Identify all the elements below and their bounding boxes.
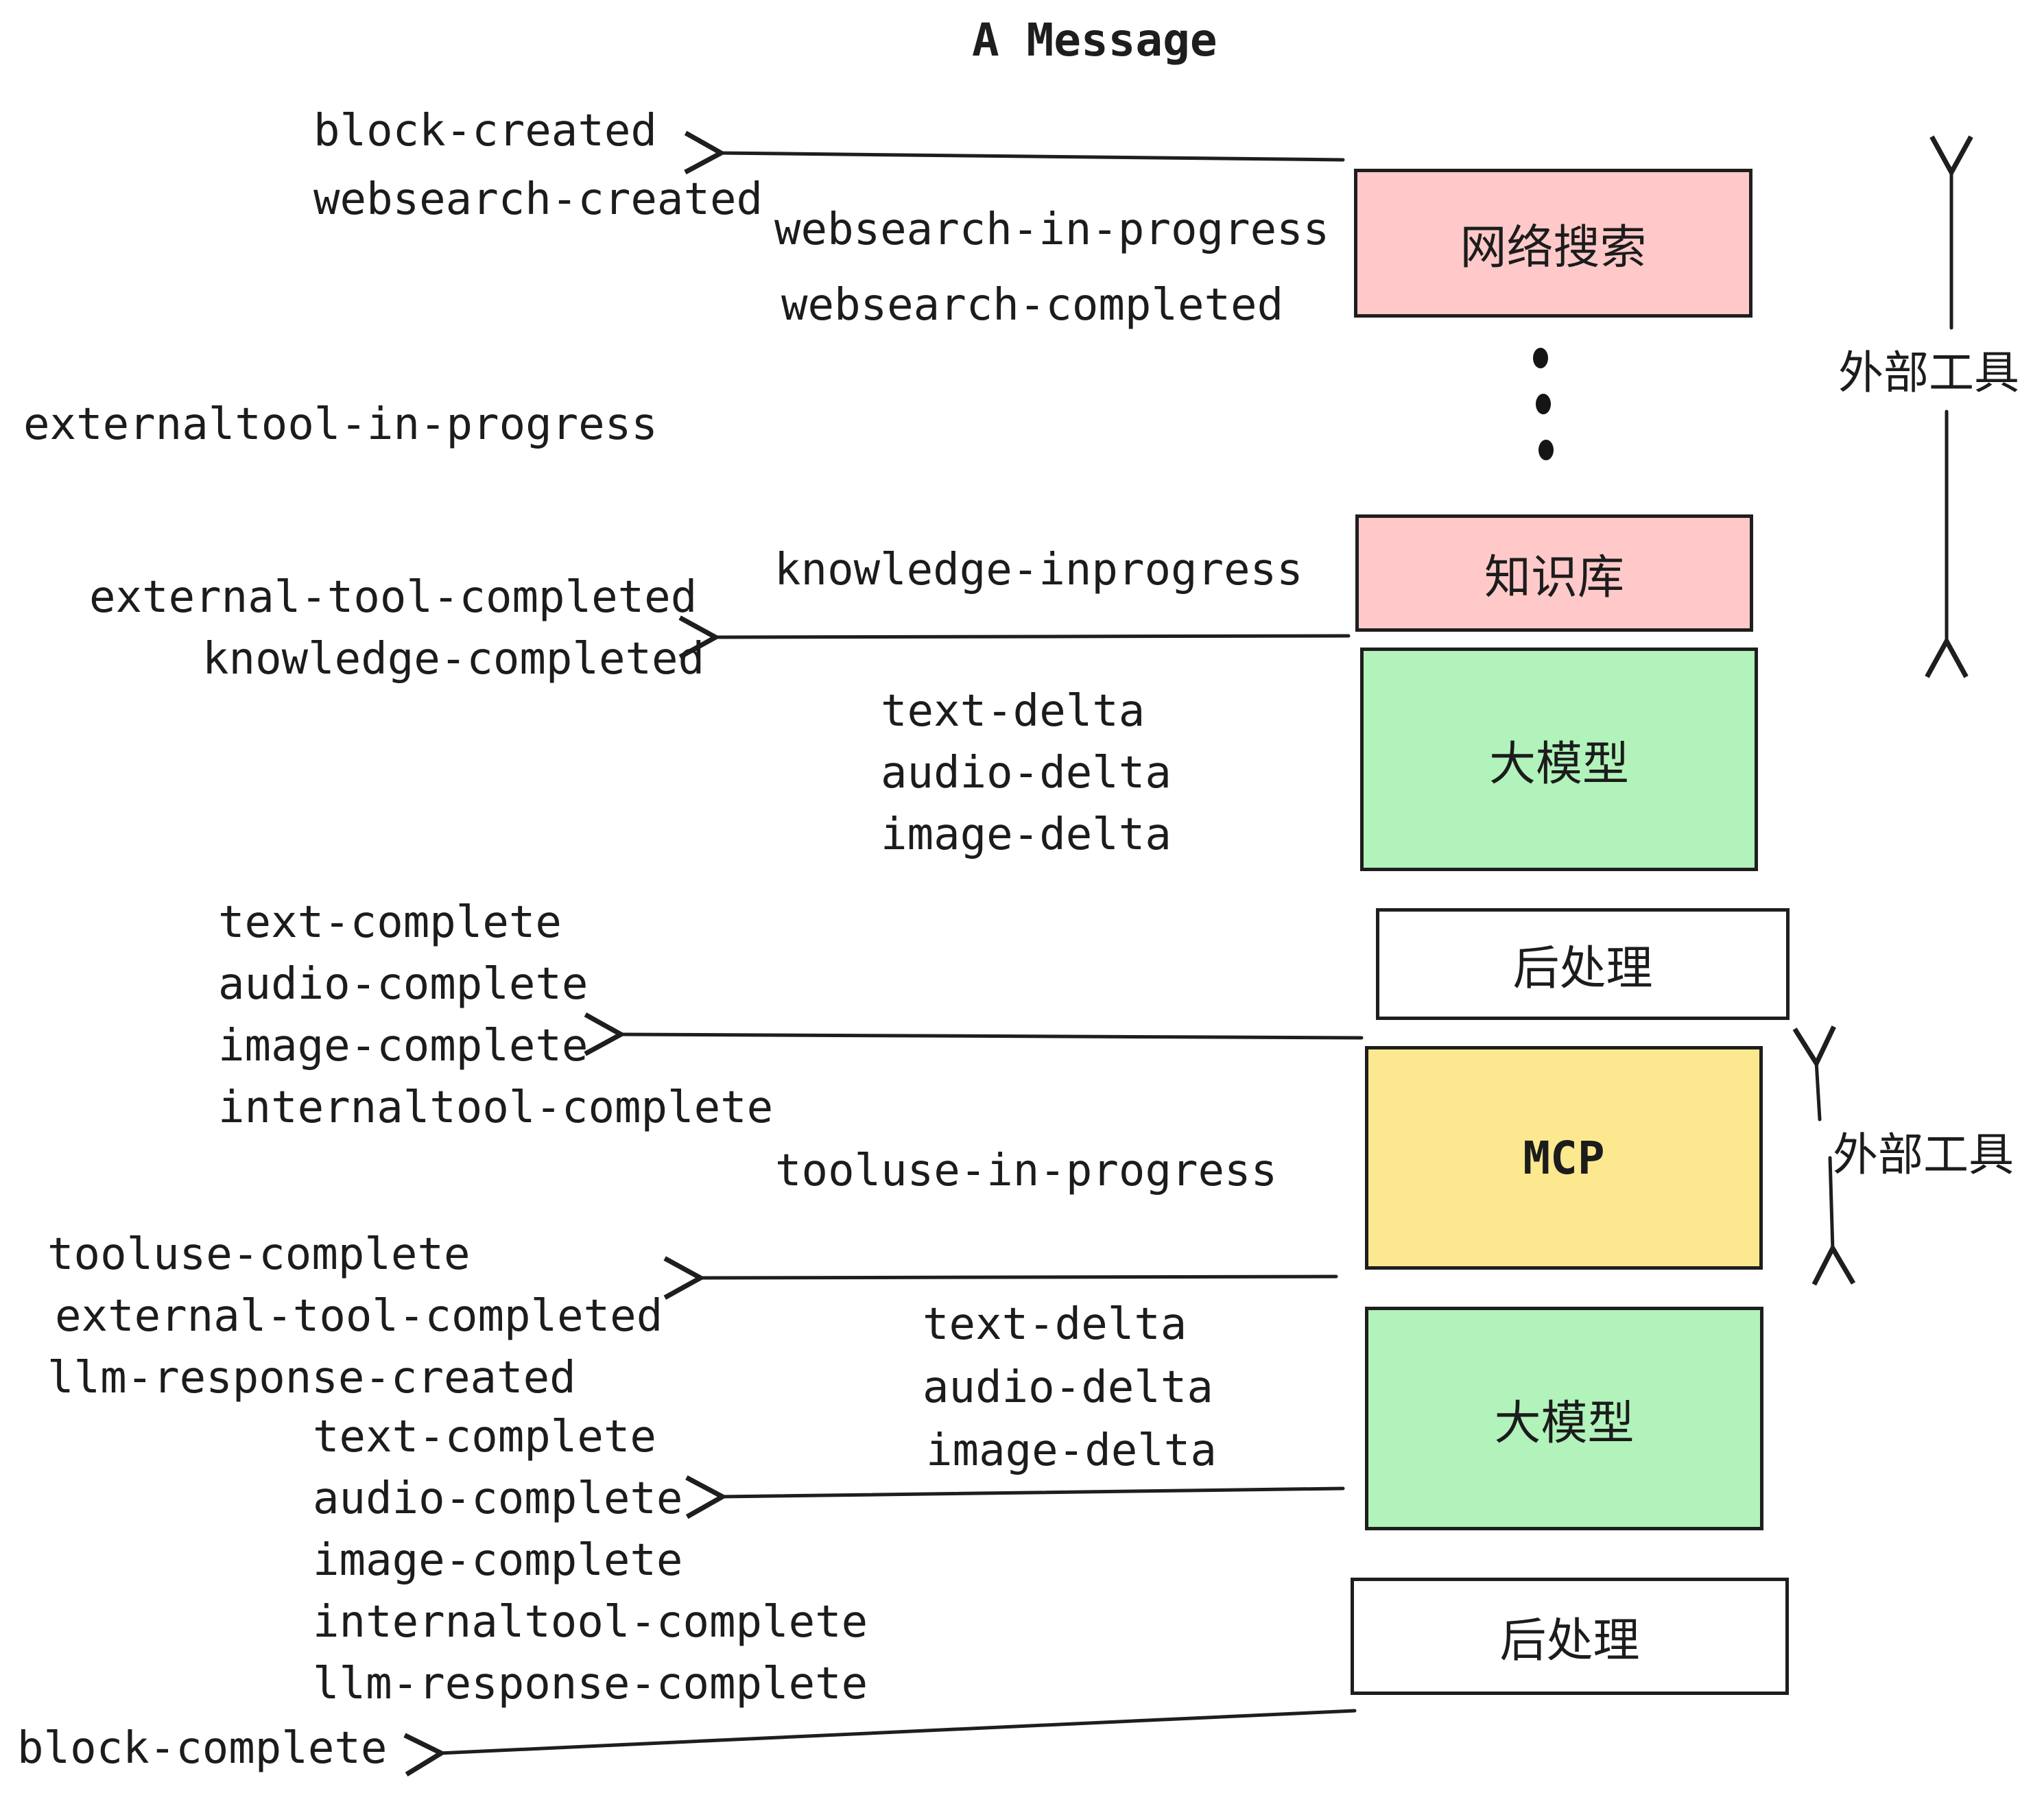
event-label-knowledge-completed: knowledge-completed	[202, 634, 705, 685]
event-label-audio-complete-2: audio-complete	[313, 1473, 683, 1524]
node-websearch: 网络搜索	[1354, 169, 1752, 318]
event-label-internaltool-complete-2: internaltool-complete	[313, 1597, 868, 1648]
event-label-text-complete-1: text-complete	[218, 897, 562, 948]
event-label-external-tool-completed-2: external-tool-completed	[55, 1291, 663, 1342]
event-label-text-delta-2: text-delta	[923, 1299, 1187, 1350]
arrow-to-block-created	[719, 153, 1345, 160]
event-label-image-complete-2: image-complete	[313, 1535, 683, 1586]
event-label-audio-delta-1: audio-delta	[881, 748, 1172, 798]
node-postprocess-2-label: 后处理	[1499, 1614, 1640, 1668]
event-label-tooluse-in-progress: tooluse-in-progress	[775, 1146, 1278, 1196]
arrow-to-knowledge-completed	[713, 636, 1351, 637]
event-label-image-complete-1: image-complete	[218, 1021, 589, 1071]
event-label-websearch-completed: websearch-completed	[781, 280, 1284, 331]
external-tools-label-1: 外部工具	[1838, 346, 2019, 399]
diagram-title: A Message	[972, 14, 1217, 67]
ellipsis-dots-icon	[1533, 348, 1554, 460]
event-label-llm-response-complete: llm-response-complete	[313, 1659, 868, 1709]
event-label-image-delta-1: image-delta	[881, 809, 1172, 860]
arrow-to-tooluse-complete	[698, 1277, 1338, 1278]
arrow-to-image-complete	[619, 1034, 1364, 1038]
event-label-externaltool-in-progress: externaltool-in-progress	[23, 399, 658, 450]
event-label-tooluse-complete: tooluse-complete	[47, 1229, 471, 1280]
node-llm-2-label: 大模型	[1494, 1396, 1635, 1451]
event-label-text-complete-2: text-complete	[313, 1412, 656, 1462]
node-llm-2: 大模型	[1365, 1307, 1763, 1530]
arrow-to-audio-complete	[720, 1488, 1345, 1497]
event-label-internaltool-complete-1: internaltool-complete	[218, 1082, 774, 1133]
event-label-text-delta-1: text-delta	[881, 686, 1145, 737]
node-postprocess-1: 后处理	[1376, 908, 1790, 1020]
event-label-knowledge-inprogress: knowledge-inprogress	[774, 545, 1303, 595]
event-label-block-created: block-created	[313, 106, 657, 156]
node-mcp-label: MCP	[1523, 1131, 1605, 1185]
node-postprocess-1-label: 后处理	[1512, 942, 1653, 996]
node-websearch-label: 网络搜索	[1460, 221, 1647, 275]
arrow-to-block-complete	[439, 1709, 1357, 1753]
event-label-block-complete: block-complete	[17, 1723, 388, 1774]
node-mcp: MCP	[1365, 1046, 1763, 1270]
event-label-websearch-created: websearch-created	[313, 174, 763, 225]
node-llm-1-label: 大模型	[1488, 737, 1629, 792]
node-postprocess-2: 后处理	[1351, 1578, 1789, 1695]
event-label-image-delta-2: image-delta	[926, 1425, 1217, 1476]
node-llm-1: 大模型	[1360, 648, 1758, 871]
event-label-llm-response-created: llm-response-created	[47, 1353, 576, 1403]
node-knowledge-base: 知识库	[1355, 514, 1753, 632]
event-label-external-tool-completed: external-tool-completed	[89, 572, 698, 623]
event-label-audio-delta-2: audio-delta	[923, 1362, 1213, 1413]
event-label-audio-complete-1: audio-complete	[218, 959, 589, 1010]
event-label-websearch-in-progress: websearch-in-progress	[774, 204, 1330, 255]
external-tools-label-2: 外部工具	[1833, 1128, 2014, 1181]
node-knowledge-base-label: 知识库	[1484, 551, 1624, 605]
external-tools-arrow-up-2	[1816, 1061, 1820, 1121]
